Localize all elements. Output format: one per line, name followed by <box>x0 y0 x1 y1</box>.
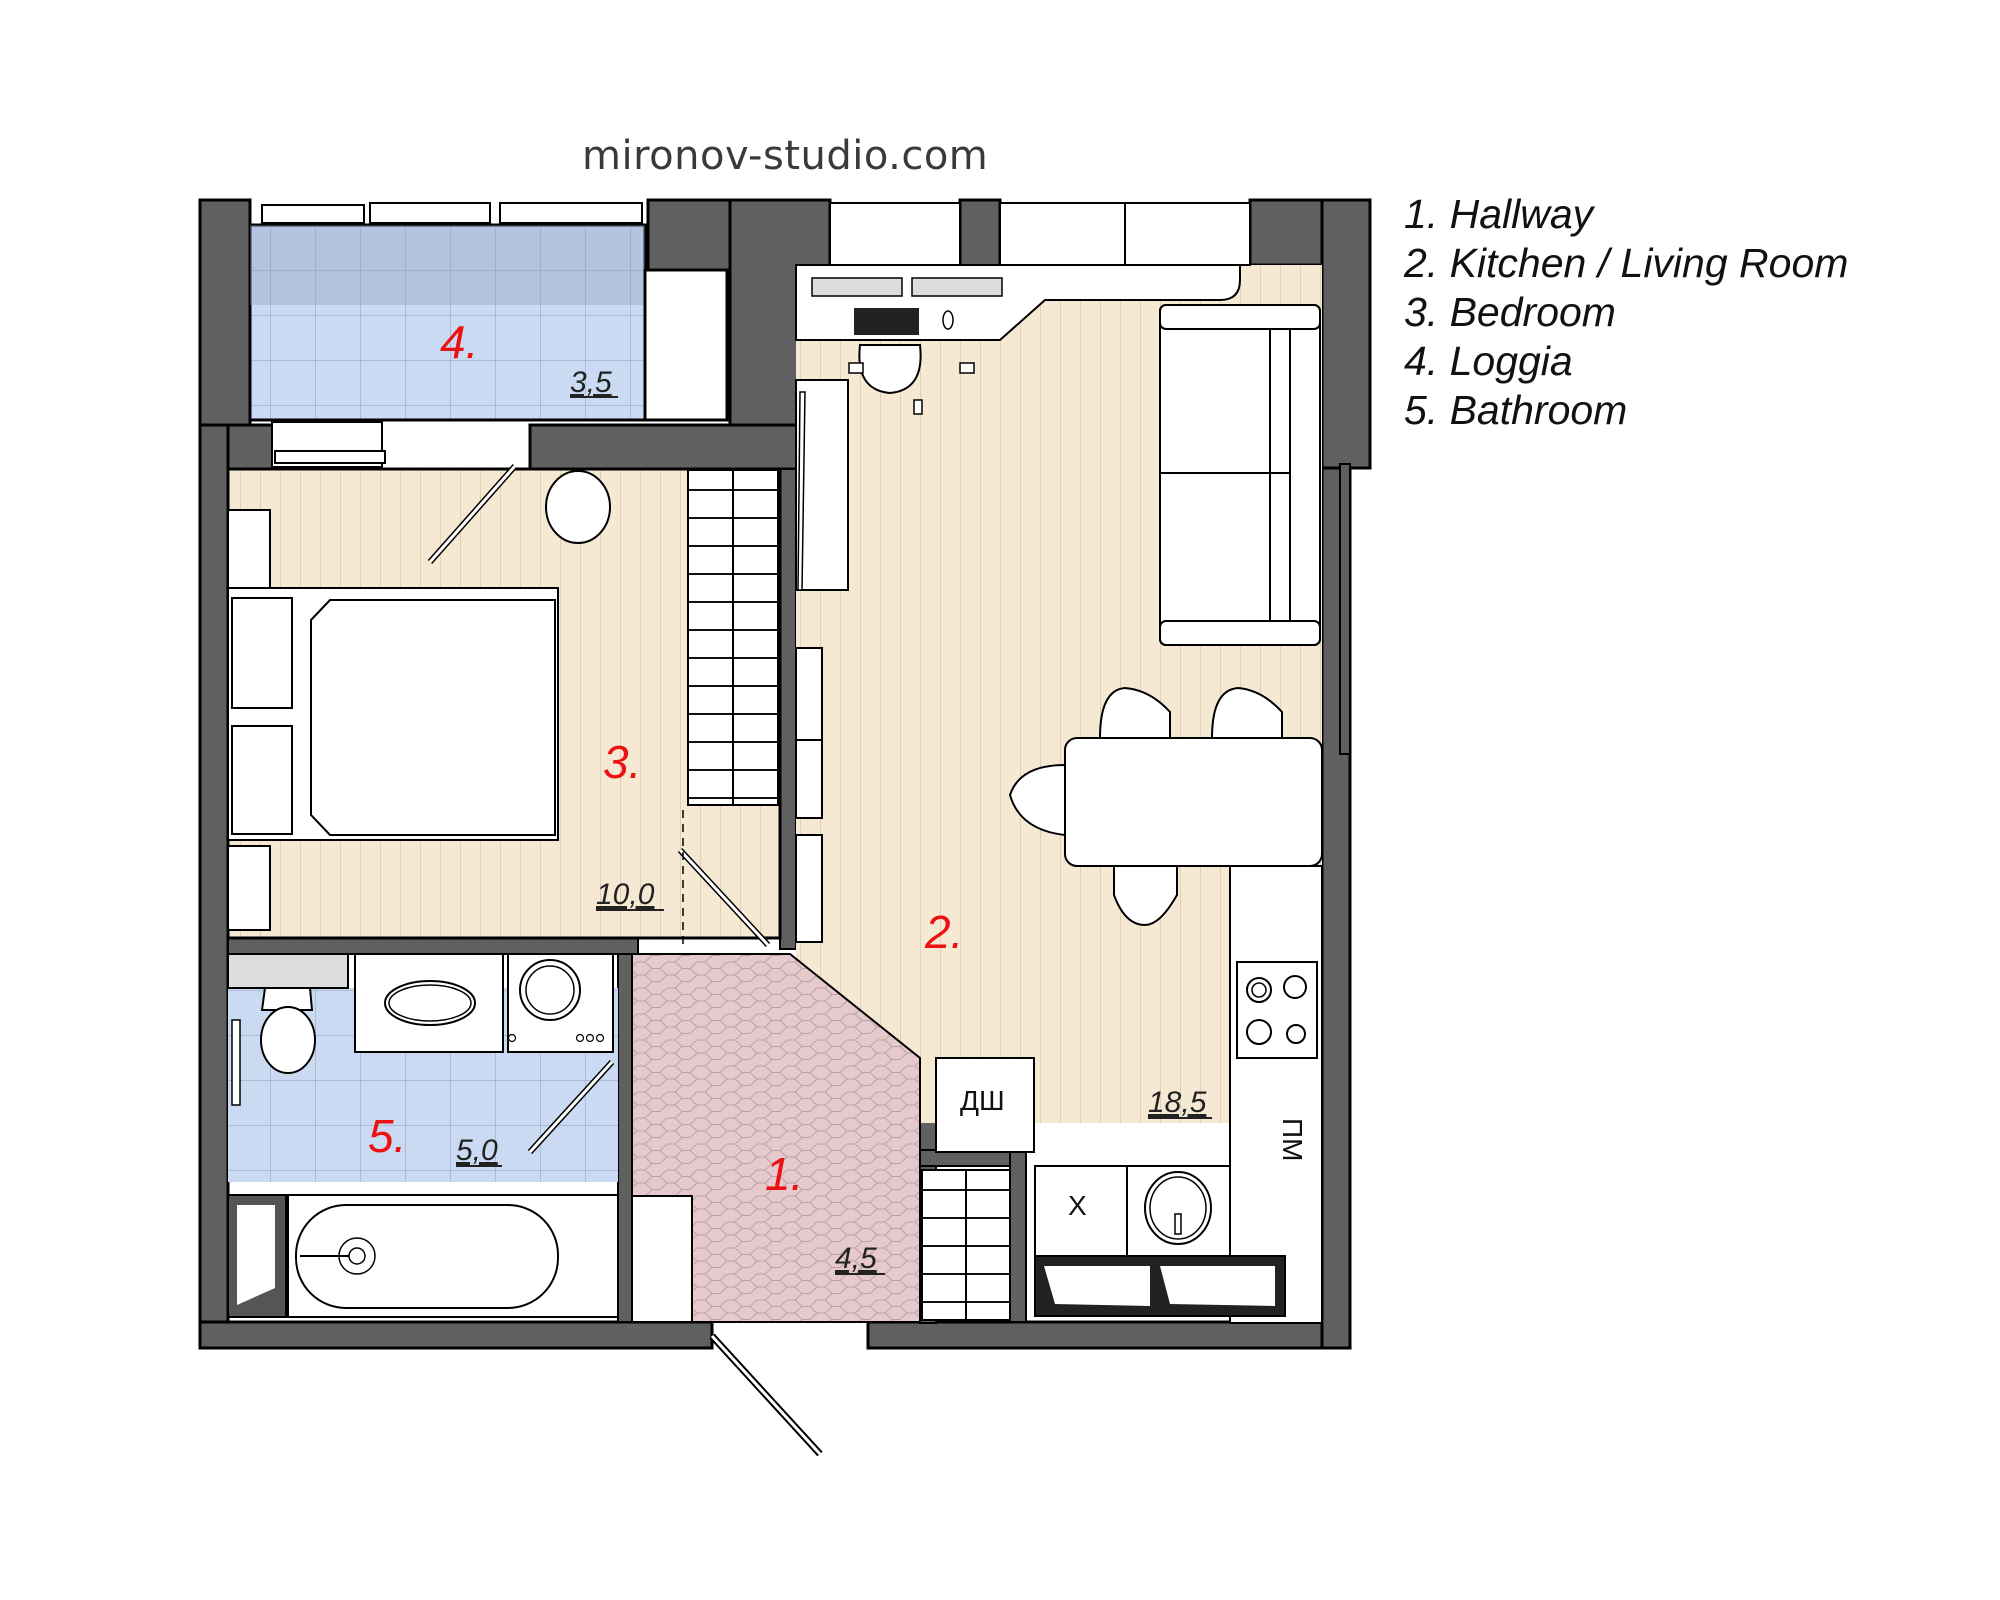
bathroom-area: 5,0 <box>456 1134 498 1167</box>
shoe-cabinet-icon <box>631 1195 693 1323</box>
room-bedroom: 3. 10,0 <box>226 464 782 948</box>
legend-item-kitchen-living: 2. Kitchen / Living Room <box>1404 240 1849 286</box>
hallway-area: 4,5 <box>835 1242 877 1275</box>
bathroom-number: 5. <box>368 1110 406 1162</box>
legend-item-bathroom: 5. Bathroom <box>1404 387 1628 433</box>
monitor-icon <box>911 277 1003 297</box>
hallway-number: 1. <box>765 1148 803 1200</box>
hallway-wardrobe-icon <box>921 1169 1011 1321</box>
bedroom-number: 3. <box>603 736 641 788</box>
room-bathroom: 5. 5,0 <box>227 953 619 1318</box>
sofa-icon <box>1159 304 1321 646</box>
washing-machine-icon <box>507 953 614 1053</box>
room-legend: 1. Hallway 2. Kitchen / Living Room 3. B… <box>1404 190 1848 435</box>
towel-rail-icon <box>231 1019 241 1106</box>
bathtub-icon <box>227 1194 619 1318</box>
loggia-area: 3,5 <box>570 366 612 399</box>
room-hallway: 1. 4,5 <box>631 953 921 1457</box>
keyboard-icon <box>854 308 919 335</box>
legend-item-loggia: 4. Loggia <box>1404 338 1573 384</box>
sink-icon <box>1144 1171 1212 1245</box>
legend-item-hallway: 1. Hallway <box>1404 191 1594 237</box>
room-loggia: 4. 3,5 <box>248 202 729 468</box>
walls <box>198 198 1372 1350</box>
kitchen-number: 2. <box>924 906 963 958</box>
ottoman-icon <box>545 470 611 544</box>
legend-item-bedroom: 3. Bedroom <box>1404 289 1616 335</box>
room-kitchen-living: ПМ Х ДШ 2. 18,5 <box>795 202 1323 1324</box>
toilet-icon <box>260 987 316 1074</box>
wardrobe-icon <box>687 469 779 806</box>
office-chair-icon <box>848 344 975 415</box>
mouse-icon <box>942 310 954 330</box>
cooktop-icon <box>1236 961 1318 1059</box>
washbasin-icon <box>354 953 504 1053</box>
site-title: mironov-studio.com <box>582 133 989 179</box>
kitchen-area: 18,5 <box>1148 1086 1207 1119</box>
bedroom-area: 10,0 <box>596 878 655 911</box>
monitor-icon <box>811 277 903 297</box>
dining-table-icon <box>1008 686 1323 927</box>
desk-icon <box>795 264 1241 341</box>
bed-icon <box>227 587 559 841</box>
loggia-number: 4. <box>440 316 478 368</box>
fridge-label: Х <box>1068 1190 1087 1221</box>
dishwasher-label-pm: ПМ <box>1277 1118 1308 1161</box>
dishwasher-label: ДШ <box>960 1085 1005 1116</box>
